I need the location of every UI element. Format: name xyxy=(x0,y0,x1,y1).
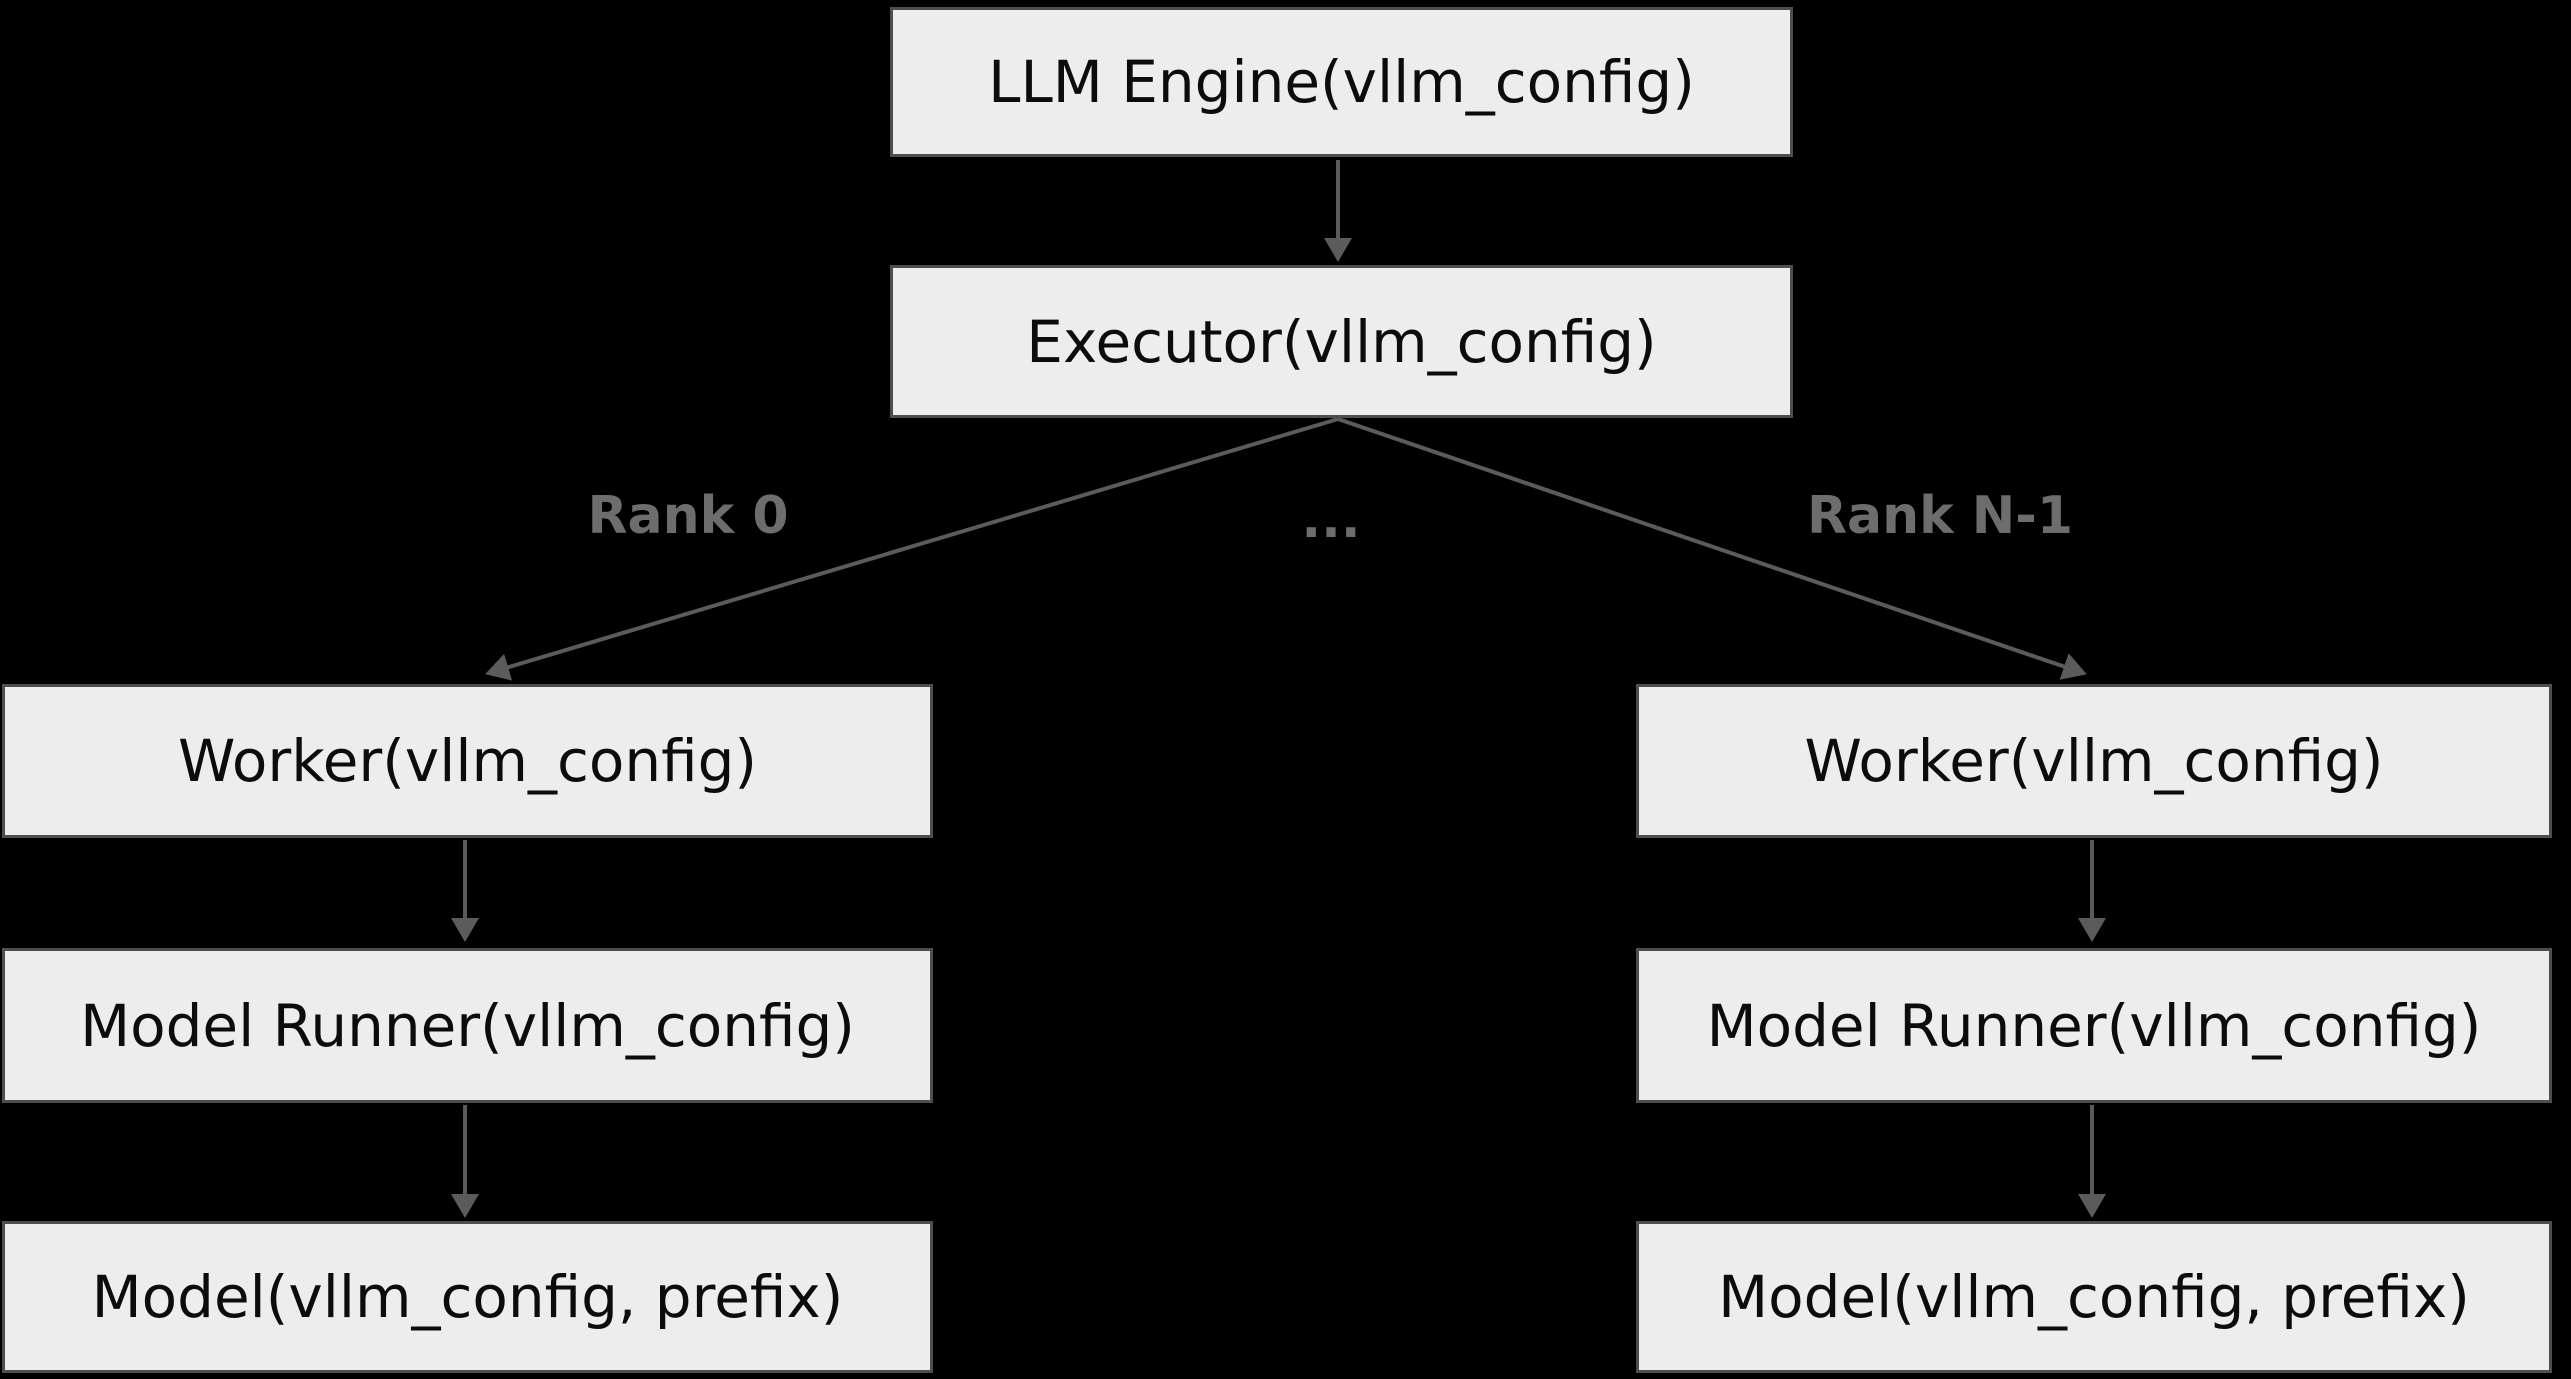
node-worker-rankn: Worker(vllm_config) xyxy=(1636,684,2552,838)
edge-executor-to-workern xyxy=(1337,417,2087,680)
node-model-rankn: Model(vllm_config, prefix) xyxy=(1636,1221,2552,1373)
edge-label-rank-0: Rank 0 xyxy=(587,486,789,546)
node-model-runner-rankn: Model Runner(vllm_config) xyxy=(1636,948,2552,1103)
node-llm-engine: LLM Engine(vllm_config) xyxy=(890,7,1793,157)
node-model-runner-rank0: Model Runner(vllm_config) xyxy=(2,948,933,1103)
edge-label-rank-n: Rank N-1 xyxy=(1806,486,2074,546)
node-model-rank0: Model(vllm_config, prefix) xyxy=(2,1221,933,1373)
node-worker-rank0: Worker(vllm_config) xyxy=(2,684,933,838)
edge-executor-to-worker0 xyxy=(485,417,1339,681)
edge-label-ellipsis: ... xyxy=(1301,490,1361,550)
node-executor: Executor(vllm_config) xyxy=(890,265,1793,418)
